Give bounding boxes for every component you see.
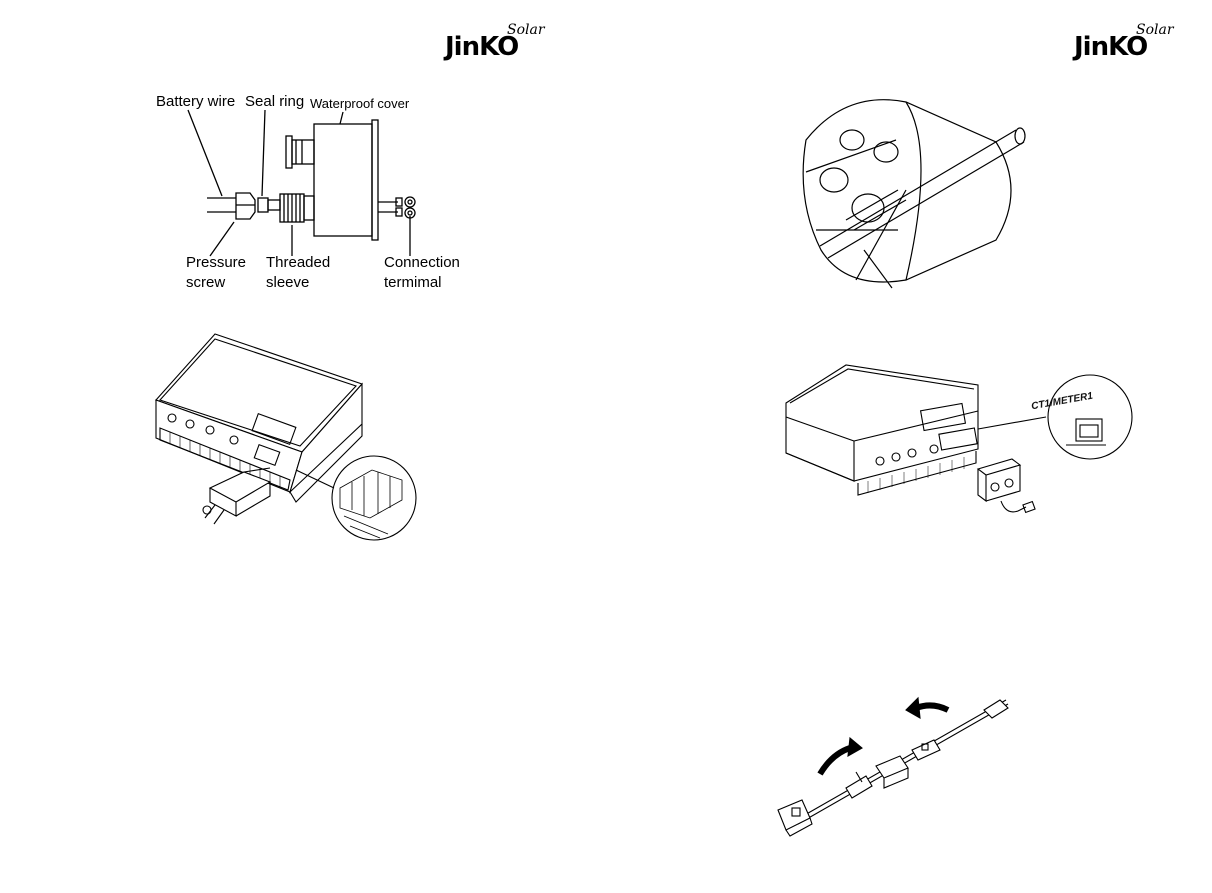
label-connection-terminal-line2: termimal bbox=[384, 274, 442, 291]
label-seal-ring: Seal ring bbox=[245, 93, 305, 110]
inverter-battery-connection-drawing bbox=[155, 333, 417, 541]
inverter-ct-meter-drawing bbox=[785, 364, 1133, 514]
battery-wire-drawing bbox=[187, 109, 416, 257]
label-connection-terminal-line1: Connection bbox=[384, 254, 460, 271]
ct-cable-connection-drawing bbox=[777, 696, 1009, 837]
label-pressure-screw-line2: screw bbox=[186, 274, 226, 291]
label-threaded-sleeve-line1: Threaded bbox=[266, 254, 331, 271]
right-page: JinKO Solar bbox=[606, 0, 1212, 893]
label-threaded-sleeve-line2: sleeve bbox=[266, 274, 310, 291]
left-page: JinKO Solar Battery wire Seal ring Water… bbox=[155, 22, 545, 541]
gland-seal-closeup-drawing bbox=[802, 99, 1026, 289]
label-pressure-screw-line1: Pressure bbox=[186, 254, 247, 271]
jinko-solar-logo: JinKO Solar bbox=[445, 22, 545, 62]
jinko-solar-logo-right: JinKO Solar bbox=[1074, 22, 1174, 62]
label-waterproof-cover: Waterproof cover bbox=[310, 96, 410, 111]
label-battery-wire: Battery wire bbox=[156, 93, 236, 110]
